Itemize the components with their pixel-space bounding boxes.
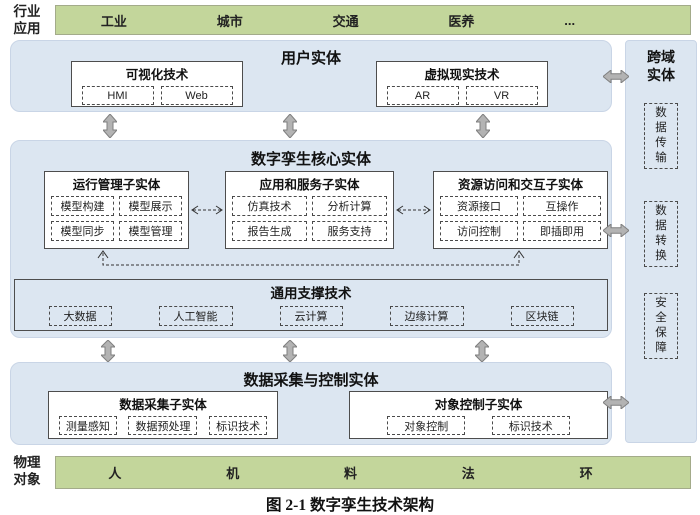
chip-id-tech-1: 标识技术: [209, 416, 268, 435]
chip-cloud: 云计算: [279, 306, 343, 326]
chip-model-manage: 模型管理: [119, 221, 182, 241]
updown-arrow: [476, 114, 490, 138]
object-control-box: 对象控制子实体 对象控制 标识技术: [349, 391, 608, 439]
vr-tech-box: 虚拟现实技术 AR VR: [376, 61, 548, 107]
data-acquisition-box: 数据采集子实体 测量感知 数据预处理 标识技术: [48, 391, 278, 439]
chip-vr: VR: [465, 86, 538, 105]
visualization-tech-title: 可视化技术: [125, 68, 189, 82]
updown-arrow: [283, 340, 297, 362]
industry-application-label: 行业 应用: [4, 3, 50, 37]
chip-report: 报告生成: [232, 221, 307, 241]
object-control-title: 对象控制子实体: [434, 398, 523, 412]
data-acquisition-title: 数据采集子实体: [119, 398, 207, 412]
operation-management-box: 运行管理子实体 模型构建 模型展示 模型同步 模型管理: [44, 171, 189, 249]
cross-domain-title: 跨域 实体: [626, 41, 696, 84]
band-item-ellipsis: ...: [564, 12, 576, 28]
chip-analysis: 分析计算: [312, 196, 387, 216]
chip-access-control: 访问控制: [440, 221, 518, 241]
band-item-industry: 工业: [100, 13, 127, 29]
core-entity-panel: 数字孪生核心实体 运行管理子实体 模型构建 模型展示 模型同步 模型管理 应用和…: [10, 140, 612, 338]
updown-arrow: [475, 340, 489, 362]
chip-interoperation: 互操作: [523, 196, 601, 216]
chip-plug-and-play: 即插即用: [523, 221, 601, 241]
physical-object-label: 物理 对象: [4, 454, 50, 488]
band-item-machine: 机: [226, 466, 240, 481]
core-entity-title: 数字孪生核心实体: [250, 151, 371, 168]
band-item-man: 人: [108, 466, 122, 481]
user-entity-panel: 用户实体 可视化技术 HMI Web 虚拟现实技术 AR VR: [10, 40, 612, 112]
leftright-arrow: [603, 396, 629, 409]
physical-band: 人 机 料 法 环: [55, 456, 691, 489]
updown-arrow: [101, 340, 115, 362]
chip-blockchain: 区块链: [510, 306, 574, 326]
figure-caption: 图 2-1 数字孪生技术架构: [266, 497, 434, 514]
dashed-leftright-arrow: [189, 204, 225, 216]
chip-security: 安全保障: [644, 293, 678, 359]
cross-domain-panel: 跨域 实体 数据传输 数据转换 安全保障: [625, 40, 697, 443]
support-tech-title: 通用支撑技术: [270, 286, 352, 301]
acquisition-entity-panel: 数据采集与控制实体 数据采集子实体 测量感知 数据预处理 标识技术 对象控制子实…: [10, 362, 612, 445]
band-item-method: 法: [461, 466, 475, 481]
chip-edge: 边缘计算: [389, 306, 464, 326]
support-tech-box: 通用支撑技术 大数据 人工智能 云计算 边缘计算 区块链: [14, 279, 608, 331]
band-item-city: 城市: [216, 13, 243, 29]
resource-access-title: 资源访问和交互子实体: [457, 178, 583, 192]
chip-resource-interface: 资源接口: [440, 196, 518, 216]
leftright-arrow: [603, 224, 629, 237]
chip-id-tech-2: 标识技术: [491, 416, 570, 435]
chip-object-control: 对象控制: [387, 416, 466, 435]
chip-simulation: 仿真技术: [232, 196, 307, 216]
application-service-title: 应用和服务子实体: [259, 178, 360, 192]
updown-arrow: [103, 114, 117, 138]
physical-label-line1: 物理: [13, 455, 41, 470]
vr-tech-title: 虚拟现实技术: [424, 68, 500, 82]
resource-access-box: 资源访问和交互子实体 资源接口 互操作 访问控制 即插即用: [433, 171, 608, 249]
industry-label-line1: 行业: [13, 4, 41, 19]
chip-data-conversion: 数据转换: [644, 201, 678, 267]
industry-band: 工业 城市 交通 医养 ...: [55, 5, 691, 35]
chip-hmi: HMI: [81, 86, 154, 105]
leftright-arrow: [603, 70, 629, 83]
chip-measure-sense: 测量感知: [58, 416, 117, 435]
chip-web: Web: [160, 86, 233, 105]
visualization-tech-box: 可视化技术 HMI Web: [71, 61, 243, 107]
chip-data-transmission: 数据传输: [644, 103, 678, 169]
updown-arrow: [283, 114, 297, 138]
acquisition-entity-title: 数据采集与控制实体: [243, 372, 379, 389]
chip-ar: AR: [386, 86, 459, 105]
band-item-medical: 医养: [448, 13, 475, 29]
cross-domain-title-line2: 实体: [647, 67, 675, 83]
cross-domain-title-line1: 跨域: [647, 49, 675, 65]
chip-model-sync: 模型同步: [51, 221, 114, 241]
band-item-env: 环: [579, 466, 593, 481]
application-service-box: 应用和服务子实体 仿真技术 分析计算 报告生成 服务支持: [225, 171, 394, 249]
chip-bigdata: 大数据: [48, 306, 112, 326]
physical-label-line2: 对象: [13, 472, 41, 487]
band-item-transport: 交通: [332, 13, 359, 29]
band-item-material: 料: [343, 466, 357, 481]
chip-preprocess: 数据预处理: [128, 416, 198, 435]
user-entity-title: 用户实体: [280, 50, 341, 67]
chip-service-support: 服务支持: [312, 221, 387, 241]
operation-management-title: 运行管理子实体: [72, 178, 161, 192]
chip-ai: 人工智能: [158, 306, 233, 326]
chip-model-show: 模型展示: [119, 196, 182, 216]
industry-label-line2: 应用: [13, 21, 41, 36]
chip-model-build: 模型构建: [51, 196, 114, 216]
dashed-leftright-arrow: [394, 204, 433, 216]
